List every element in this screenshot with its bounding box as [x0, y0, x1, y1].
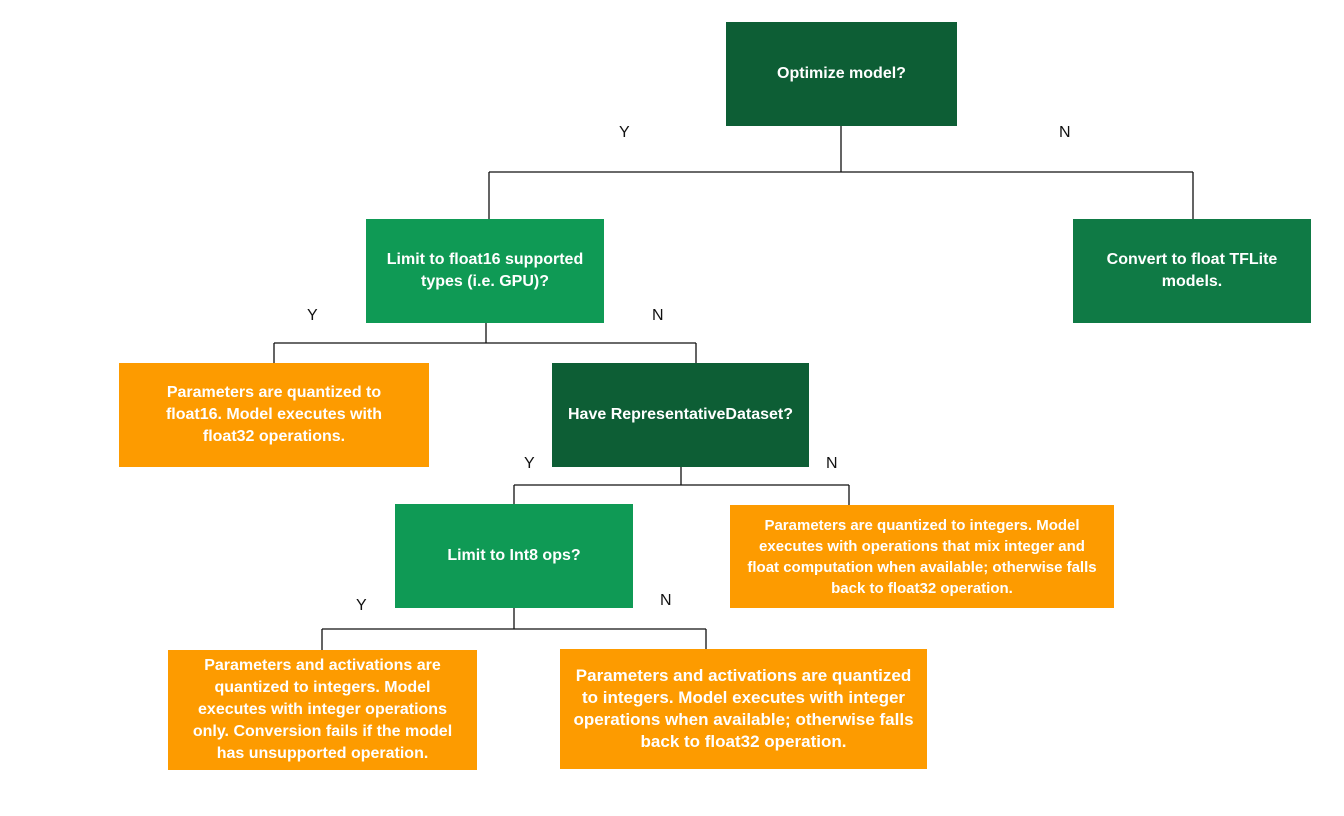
float16-yes-label: Y — [307, 307, 318, 324]
float16-no-label: N — [652, 307, 664, 324]
limit-int8-node: Limit to Int8 ops? — [395, 504, 633, 608]
float16-result-node: Parameters are quantized to float16. Mod… — [119, 363, 429, 467]
dataset-yes-label: Y — [524, 455, 535, 472]
dataset-no-label: N — [826, 455, 838, 472]
have-dataset-node: Have RepresentativeDataset? — [552, 363, 809, 467]
limit-float16-text: Limit to float16 supported types (i.e. G… — [386, 251, 584, 290]
int8-only-result-node: Parameters and activations are quantized… — [168, 650, 477, 770]
optimize-model-text: Optimize model? — [777, 65, 906, 82]
int8-only-result-text: Parameters and activations are quantized… — [192, 657, 453, 762]
optimize-no-label: N — [1059, 124, 1071, 141]
have-dataset-text: Have RepresentativeDataset? — [568, 406, 793, 423]
int8-yes-label: Y — [356, 597, 367, 614]
convert-float-node: Convert to float TFLite models. — [1073, 219, 1311, 323]
float16-result-text: Parameters are quantized to float16. Mod… — [165, 384, 383, 445]
limit-float16-node: Limit to float16 supported types (i.e. G… — [366, 219, 604, 323]
int8-fallback-result-text: Parameters and activations are quantized… — [573, 666, 914, 751]
dynamic-range-result-node: Parameters are quantized to integers. Mo… — [730, 505, 1114, 608]
int8-fallback-result-node: Parameters and activations are quantized… — [560, 649, 927, 769]
dynamic-range-result-text: Parameters are quantized to integers. Mo… — [747, 516, 1097, 597]
optimize-yes-label: Y — [619, 124, 630, 141]
optimize-model-node: Optimize model? — [726, 22, 957, 126]
int8-no-label: N — [660, 592, 672, 609]
limit-int8-text: Limit to Int8 ops? — [447, 547, 581, 564]
convert-float-text: Convert to float TFLite models. — [1106, 251, 1278, 290]
